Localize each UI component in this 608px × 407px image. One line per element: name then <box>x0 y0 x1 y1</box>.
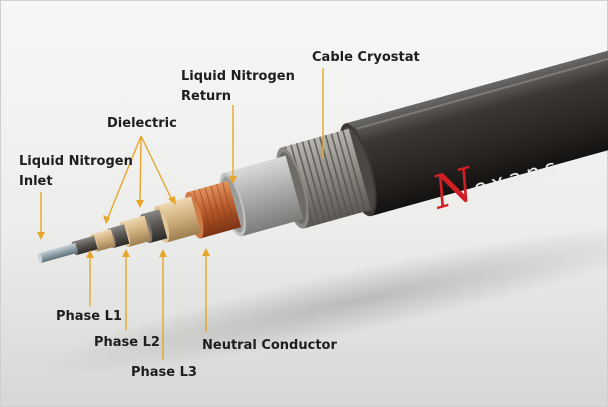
label-liquid-nitrogen-inlet-line2: Inlet <box>19 174 53 189</box>
leader-dielectric-1 <box>106 135 142 221</box>
label-phase-l1: Phase L1 <box>56 309 122 324</box>
central-former <box>38 243 78 263</box>
phase-l1-layer <box>72 235 98 256</box>
cable-shadow <box>37 224 608 376</box>
leader-lines <box>40 68 324 360</box>
leader-dielectric-2 <box>139 135 142 206</box>
leader-arrowheads <box>37 176 237 258</box>
label-liquid-nitrogen-return-line1: Liquid Nitrogen <box>181 69 295 84</box>
cable-assembly <box>37 40 608 263</box>
label-phase-l2: Phase L2 <box>94 335 160 350</box>
label-liquid-nitrogen-inlet-line1: Liquid Nitrogen <box>19 154 133 169</box>
leader-dielectric-3 <box>140 135 174 203</box>
label-cable-cryostat: Cable Cryostat <box>312 50 420 65</box>
label-neutral-conductor: Neutral Conductor <box>202 338 337 353</box>
cryostat-jacket <box>345 40 608 217</box>
label-phase-l3: Phase L3 <box>131 365 197 380</box>
label-liquid-nitrogen-return-line2: Return <box>181 89 231 104</box>
label-dielectric: Dielectric <box>107 116 177 131</box>
